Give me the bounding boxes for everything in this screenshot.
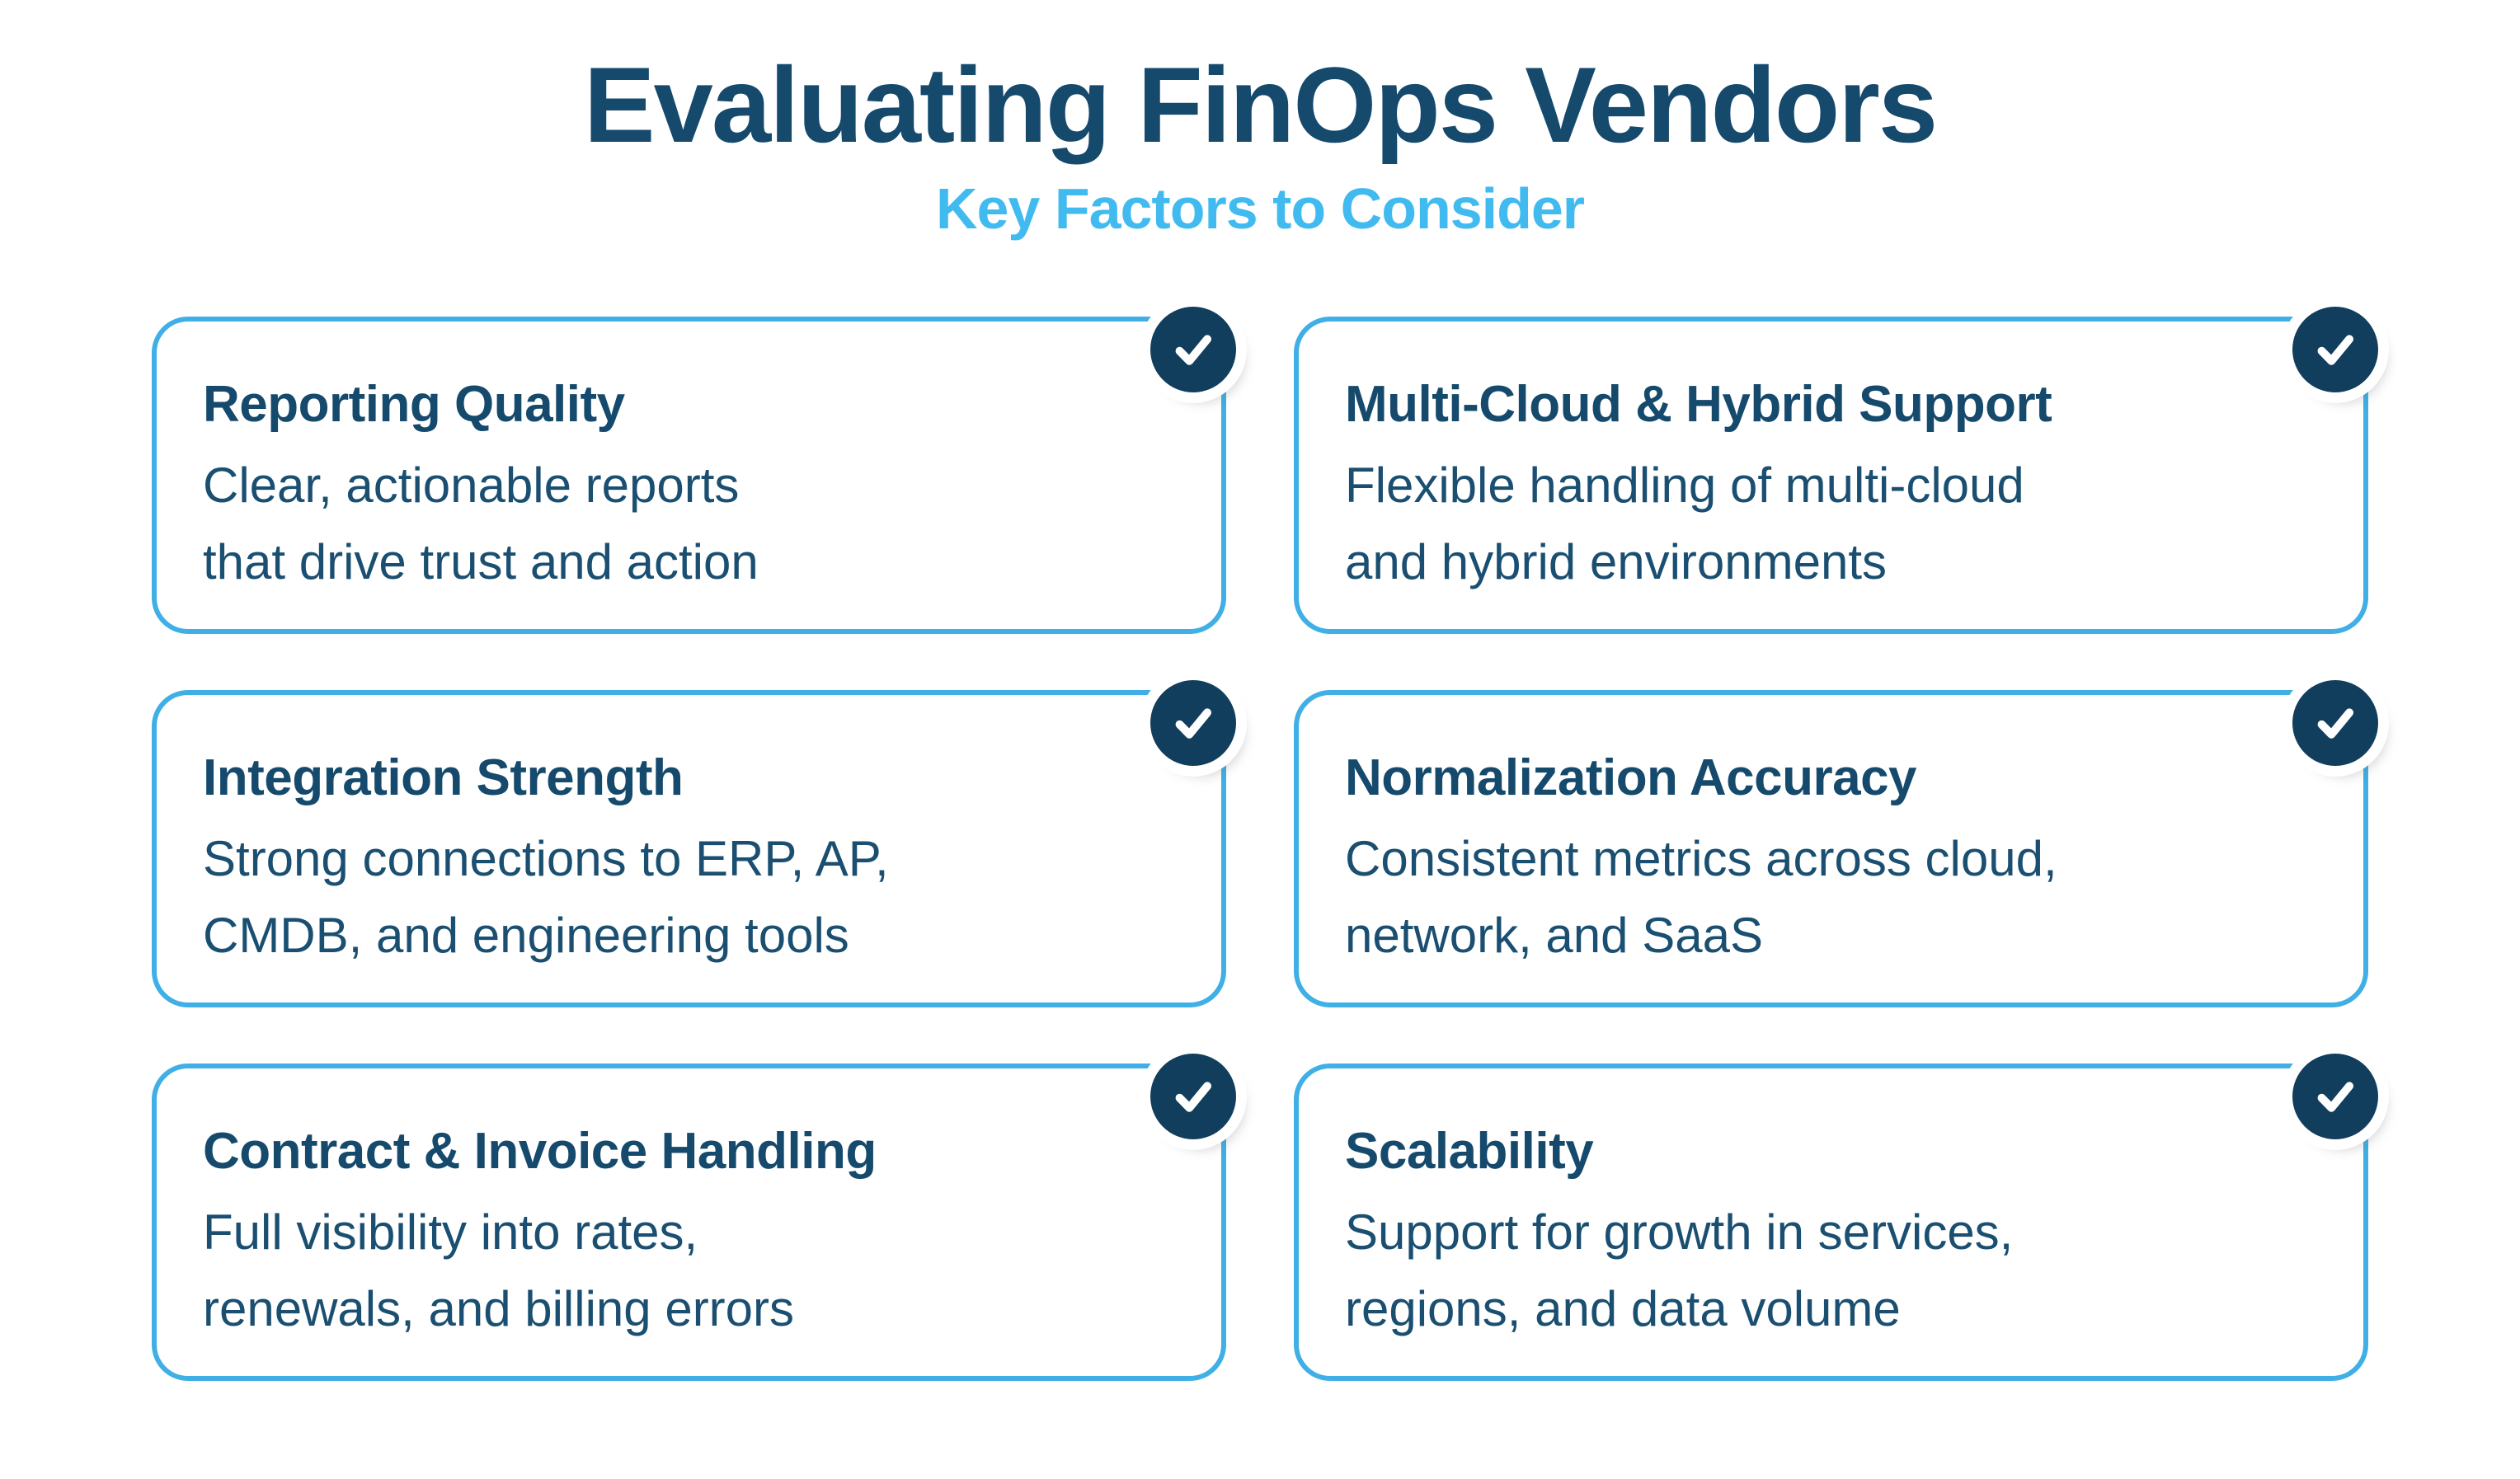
card-body-line: CMDB, and engineering tools [203, 907, 849, 963]
card-body-line: Flexible handling of multi-cloud [1345, 457, 2024, 513]
checkmark-badge [1150, 307, 1236, 392]
card-integration-strength: Integration Strength Strong connections … [152, 680, 1236, 1007]
card-body-line: Consistent metrics across cloud, [1345, 830, 2057, 886]
header: Evaluating FinOps Vendors Key Factors to… [0, 0, 2520, 241]
card-body-line: Strong connections to ERP, AP, [203, 830, 889, 886]
page-title: Evaluating FinOps Vendors [583, 45, 1938, 165]
card-body: Consistent metrics across cloud, network… [1345, 820, 2240, 974]
checkmark-icon [2317, 1082, 2353, 1112]
checkmark-badge [1150, 680, 1236, 766]
checkmark-icon [1175, 1082, 1211, 1112]
checkmark-badge [1150, 1054, 1236, 1139]
card-body-line: Full visibility into rates, [203, 1204, 698, 1260]
card-body: Support for growth in services, regions,… [1345, 1194, 2240, 1347]
card-body-line: that drive trust and action [203, 533, 759, 589]
checkmark-icon [2317, 708, 2353, 739]
card-body: Full visibility into rates, renewals, an… [203, 1194, 1098, 1347]
card-reporting-quality: Reporting Quality Clear, actionable repo… [152, 307, 1236, 634]
card-title: Multi-Cloud & Hybrid Support [1345, 376, 2052, 433]
card-normalization-accuracy: Normalization Accuracy Consistent metric… [1294, 680, 2378, 1007]
card-title: Reporting Quality [203, 376, 625, 433]
card-body-line: Clear, actionable reports [203, 457, 740, 513]
card-body: Flexible handling of multi-cloud and hyb… [1345, 447, 2240, 600]
card-body: Strong connections to ERP, AP, CMDB, and… [203, 820, 1098, 974]
card-body-line: Support for growth in services, [1345, 1204, 2014, 1260]
page-subtitle: Key Factors to Consider [935, 176, 1585, 241]
card-body-line: network, and SaaS [1345, 907, 1763, 963]
checkmark-badge [2292, 307, 2378, 392]
card-body: Clear, actionable reports that drive tru… [203, 447, 1098, 600]
card-body-line: regions, and data volume [1345, 1280, 1901, 1336]
checkmark-badge [2292, 680, 2378, 766]
checkmark-icon [2317, 335, 2353, 365]
card-scalability: Scalability Support for growth in servic… [1294, 1054, 2378, 1381]
card-title: Scalability [1345, 1123, 1594, 1180]
card-multi-cloud-hybrid-support: Multi-Cloud & Hybrid Support Flexible ha… [1294, 307, 2378, 634]
card-body-line: renewals, and billing errors [203, 1280, 795, 1336]
checkmark-badge [2292, 1054, 2378, 1139]
checkmark-icon [1175, 708, 1211, 739]
card-title: Integration Strength [203, 749, 684, 806]
card-title: Contract & Invoice Handling [203, 1123, 877, 1180]
card-contract-invoice-handling: Contract & Invoice Handling Full visibil… [152, 1054, 1236, 1381]
card-title: Normalization Accuracy [1345, 749, 1917, 806]
card-body-line: and hybrid environments [1345, 533, 1888, 589]
card-grid: Reporting Quality Clear, actionable repo… [152, 307, 2378, 1381]
checkmark-icon [1175, 335, 1211, 365]
